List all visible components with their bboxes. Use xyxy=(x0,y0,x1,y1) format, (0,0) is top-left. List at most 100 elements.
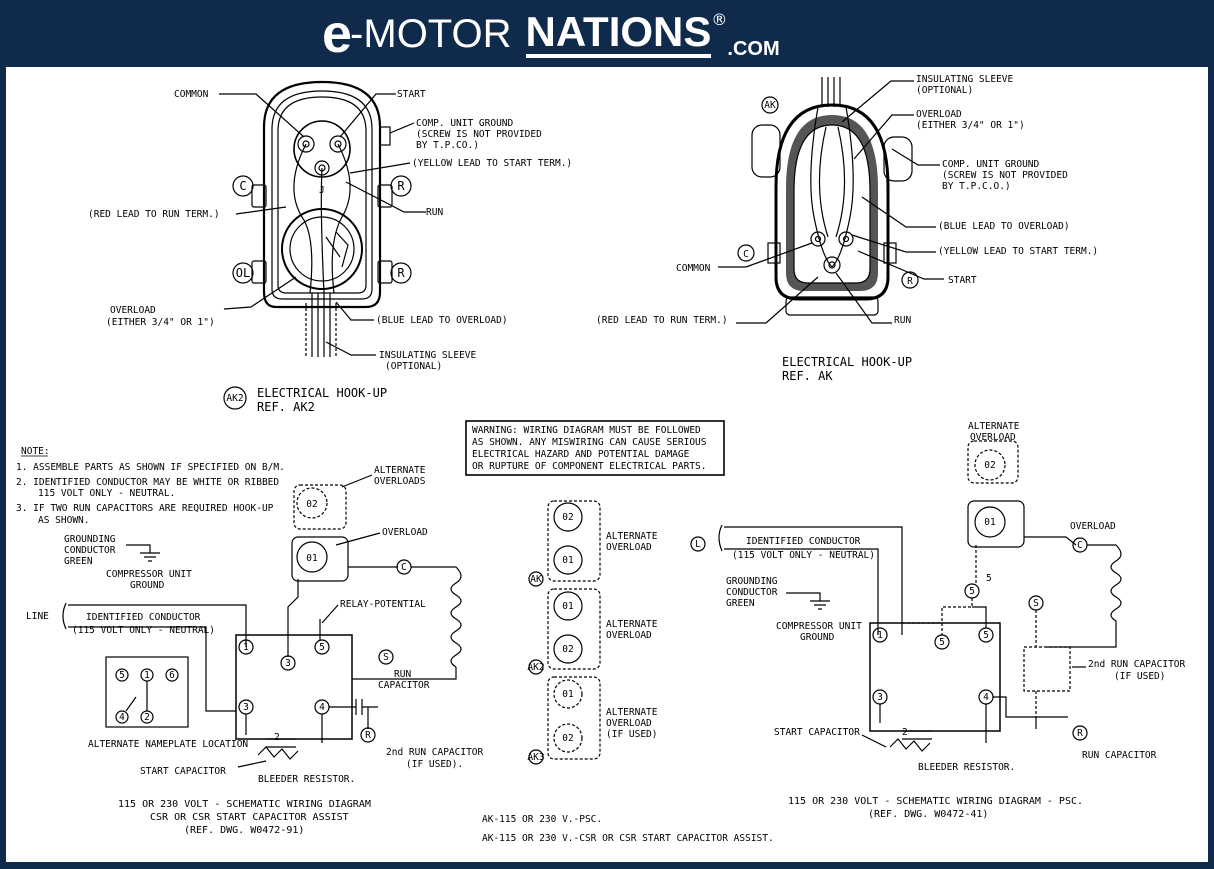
nameplate-1: 1 xyxy=(144,670,150,681)
psc-five-mark: 5 xyxy=(986,573,992,584)
opt2-alt-line2: OVERLOAD xyxy=(606,630,652,641)
ak-hookup-drawing: AK C R INSULATING SLEEVE (OPTIONAL) OVER… xyxy=(596,74,1098,383)
diagram-panel: C R OL R J COMMON START COMP. UNIT GROUN… xyxy=(6,67,1208,862)
ak-caption-line1: ELECTRICAL HOOK-UP xyxy=(782,355,912,369)
opt3-ak3: AK3 xyxy=(527,752,544,763)
opt3-o1: 01 xyxy=(562,689,574,700)
csr-line-label: LINE xyxy=(26,611,49,622)
opt1-o2: 02 xyxy=(562,512,573,523)
ak2-hookup-drawing: C R OL R J COMMON START COMP. UNIT GROUN… xyxy=(88,80,572,414)
ak2-red-lead: (RED LEAD TO RUN TERM.) xyxy=(88,209,220,220)
ak2-ground-line1: COMP. UNIT GROUND xyxy=(416,118,514,129)
csr-grounding-line3: GREEN xyxy=(64,556,93,567)
nameplate-2: 2 xyxy=(144,712,150,723)
warning-line2: AS SHOWN. ANY MISWIRING CAN CAUSE SERIOU… xyxy=(472,437,707,448)
csr-terminal-5: 5 xyxy=(319,642,325,653)
opt3-alt-line2: OVERLOAD xyxy=(606,718,652,729)
csr-start-cap-label: START CAPACITOR xyxy=(140,766,226,777)
csr-terminal-3: 3 xyxy=(243,702,249,713)
note-3-line2: AS SHOWN. xyxy=(38,515,89,526)
ak2-overload-line2: (EITHER 3/4" OR 1") xyxy=(106,317,215,328)
psc-grounding-line1: GROUNDING xyxy=(726,576,778,587)
note-2-line2: 115 VOLT ONLY - NEUTRAL. xyxy=(38,488,175,499)
csr-ident-line2: (115 VOLT ONLY - NEUTRAL) xyxy=(72,625,215,636)
ak2-ol-marker: OL xyxy=(236,266,250,280)
opt1-alt-line1: ALTERNATE xyxy=(606,531,658,542)
ak-caption-line2: REF. AK xyxy=(782,369,833,383)
opt2-o1: 01 xyxy=(562,601,574,612)
psc-comp-ground-line1: COMPRESSOR UNIT xyxy=(776,621,862,632)
psc-start-cap-label: START CAPACITOR xyxy=(774,727,860,738)
csr-caption-line1: 115 OR 230 VOLT - SCHEMATIC WIRING DIAGR… xyxy=(118,799,371,810)
psc-terminal-5a: 5 xyxy=(939,637,945,648)
nameplate-6: 6 xyxy=(169,670,175,681)
psc-overload-o1: 01 xyxy=(984,517,996,528)
psc-two-mark: 2 xyxy=(902,727,908,738)
psc-terminal-3: 3 xyxy=(877,692,883,703)
ak2-blue-lead: (BLUE LEAD TO OVERLOAD) xyxy=(376,315,508,326)
ak-run-label: RUN xyxy=(894,315,911,326)
csr-run-cap-line2: CAPACITOR xyxy=(378,680,430,691)
ak2-caption-line1: ELECTRICAL HOOK-UP xyxy=(257,386,387,400)
ak2-yellow-lead: (YELLOW LEAD TO START TERM.) xyxy=(412,158,572,169)
ak-yellow-lead: (YELLOW LEAD TO START TERM.) xyxy=(938,246,1098,257)
psc-alt-line2: OVERLOAD xyxy=(970,432,1016,443)
csr-grounding-line2: CONDUCTOR xyxy=(64,545,116,556)
psc-schematic: 02 ALTERNATE OVERLOAD 01 OVERLOAD C 5 L … xyxy=(690,421,1186,820)
middle-footnote-1: AK-115 OR 230 V.-PSC. xyxy=(482,814,602,825)
csr-relay-label: RELAY-POTENTIAL xyxy=(340,599,426,610)
ak-red-lead: (RED LEAD TO RUN TERM.) xyxy=(596,315,728,326)
csr-overload-o1: 01 xyxy=(306,553,318,564)
psc-caption-line1: 115 OR 230 VOLT - SCHEMATIC WIRING DIAGR… xyxy=(788,796,1083,807)
csr-caption-line2: CSR OR CSR START CAPACITOR ASSIST xyxy=(150,812,349,823)
csr-terminal-1: 1 xyxy=(243,642,249,653)
psc-comp-ground-line2: GROUND xyxy=(800,632,835,643)
ak2-j-mark: J xyxy=(319,185,325,196)
ak-c-marker: C xyxy=(743,249,749,260)
csr-caption-line3: (REF. DWG. W0472-91) xyxy=(184,825,304,836)
nameplate-5: 5 xyxy=(119,670,125,681)
psc-grounding-line3: GREEN xyxy=(726,598,755,609)
ak2-common-label: COMMON xyxy=(174,89,209,100)
logo-e: e xyxy=(322,4,352,64)
note-3-line1: 3. IF TWO RUN CAPACITORS ARE REQUIRED HO… xyxy=(16,503,274,514)
wiring-diagram-sheet: C R OL R J COMMON START COMP. UNIT GROUN… xyxy=(16,74,1186,844)
ak2-tag: AK2 xyxy=(226,393,243,404)
ak2-ground-line3: BY T.P.CO.) xyxy=(416,140,479,151)
csr-s-marker: S xyxy=(383,652,389,663)
ak-ground-line1: COMP. UNIT GROUND xyxy=(942,159,1040,170)
psc-s-marker: S xyxy=(1033,598,1039,609)
ak2-c-marker: C xyxy=(239,179,246,193)
ak2-run-label: RUN xyxy=(426,207,443,218)
opt2-alt-line1: ALTERNATE xyxy=(606,619,658,630)
csr-comp-ground-line2: GROUND xyxy=(130,580,165,591)
logo-com: .COM xyxy=(727,38,780,60)
opt1-o1: 01 xyxy=(562,555,574,566)
csr-terminal-3-top: 3 xyxy=(285,658,291,669)
warning-line1: WARNING: WIRING DIAGRAM MUST BE FOLLOWED xyxy=(472,425,701,436)
psc-grounding-line2: CONDUCTOR xyxy=(726,587,778,598)
logo-nations: NATIONS xyxy=(525,10,712,58)
ak-common-label: COMMON xyxy=(676,263,711,274)
ak-overload-line2: (EITHER 3/4" OR 1") xyxy=(916,120,1025,131)
ak-ground-line3: BY T.P.C.O.) xyxy=(942,181,1011,192)
nameplate-4: 4 xyxy=(119,712,125,723)
opt3-alt-line3: (IF USED) xyxy=(606,729,657,740)
opt2-o2: 02 xyxy=(562,644,573,655)
opt3-o2: 02 xyxy=(562,733,573,744)
ak-overload-line1: OVERLOAD xyxy=(916,109,962,120)
overload-options: 02 01 AK ALTERNATE OVERLOAD 01 02 AK2 AL… xyxy=(482,500,774,844)
ak2-sleeve-line2: (OPTIONAL) xyxy=(385,361,442,372)
csr-c-marker: C xyxy=(401,562,407,573)
csr-comp-ground-line1: COMPRESSOR UNIT xyxy=(106,569,192,580)
middle-footnote-2: AK-115 OR 230 V.-CSR OR CSR START CAPACI… xyxy=(482,833,774,844)
ak2-sleeve-line1: INSULATING SLEEVE xyxy=(379,350,477,361)
ak-blue-lead: (BLUE LEAD TO OVERLOAD) xyxy=(938,221,1070,232)
psc-c-marker: C xyxy=(1077,540,1083,551)
psc-r-marker: R xyxy=(1077,728,1083,739)
ak-r-marker: R xyxy=(907,276,913,287)
ak2-caption-line2: REF. AK2 xyxy=(257,400,315,414)
csr-overload-label: OVERLOAD xyxy=(382,527,428,538)
csr-run-cap-line1: RUN xyxy=(394,669,411,680)
